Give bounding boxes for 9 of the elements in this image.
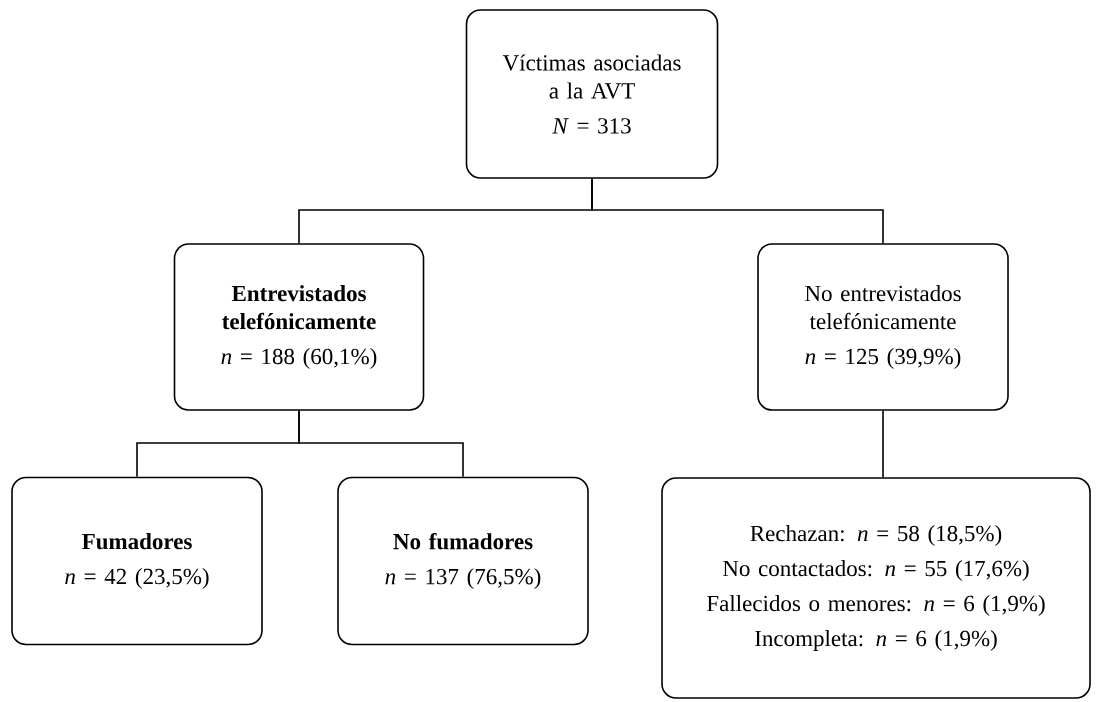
rounded-box: Entrevistados telefónicamente n = 188 (60,1%) [173,243,425,411]
rounded-box: Víctimas asociadas a la AVT N = 313 [465,9,719,179]
connector-line [298,410,464,478]
connector-line [591,178,884,244]
connector-line [882,410,884,478]
rounded-box: No fumadores n = 137 (76,5%) [337,476,589,646]
rounded-box: Rechazan: n = 58 (18,5%) No contactados: n = 55 (17,6%) Fallecidos o menores: n = 6 (1,9%) Incompleta: n = 6 (1,9%) [661,477,1091,699]
rounded-box: Fumadores n = 42 (23,5%) [11,476,263,646]
rounded-box: No entrevistados telefónicamente n = 125 (39,9%) [757,243,1009,411]
